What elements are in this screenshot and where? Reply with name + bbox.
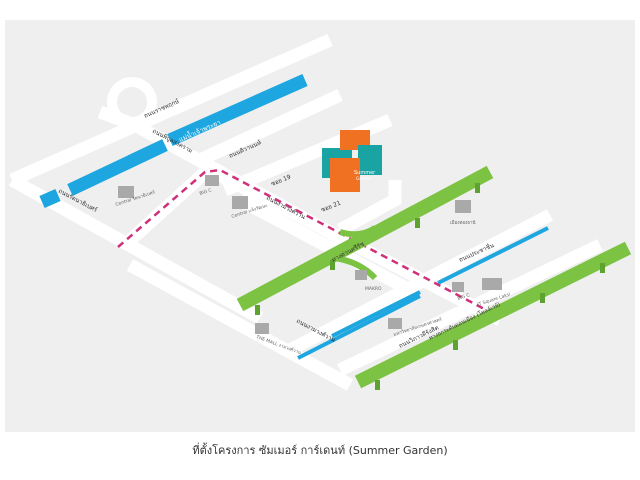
road-small2	[120, 163, 215, 250]
label-l2: BIG C	[199, 187, 213, 197]
project-sub: Garden	[356, 176, 371, 181]
roads	[8, 34, 603, 391]
label-l4: MAKRO	[365, 286, 382, 292]
canals	[297, 226, 549, 360]
project-name: Summer	[354, 170, 376, 176]
road-tiwanon	[197, 89, 343, 166]
map-canvas: Summer Garden ถนนราชพฤกษ์ แม่น้ำเจ้าพระย…	[8, 34, 632, 391]
road-soi21	[336, 180, 402, 236]
road-ratchaphruek	[9, 34, 333, 186]
location-map: Summer Garden ถนนราชพฤกษ์ แม่น้ำเจ้าพระย…	[5, 20, 635, 432]
expressway-tollway	[354, 241, 632, 389]
expressways	[236, 165, 632, 390]
landmark-buildings	[118, 175, 502, 334]
map-caption: ที่ตั้งโครงการ ซัมเมอร์ การ์เดนท์ (Summe…	[192, 444, 448, 457]
river-shape	[39, 74, 308, 208]
roundabout	[107, 77, 157, 127]
label-l6: BIG C	[457, 292, 471, 302]
label-l5: เมืองทองธานี	[450, 219, 476, 226]
road-small	[236, 194, 414, 296]
label-r6: ซอย 21	[320, 200, 342, 214]
project-building: Summer Garden	[322, 130, 382, 192]
road-prachachuen	[287, 209, 553, 356]
expressway-sirat	[236, 165, 494, 312]
road-ngamwong-lower	[126, 259, 354, 391]
road-vibhavadi	[337, 239, 603, 376]
